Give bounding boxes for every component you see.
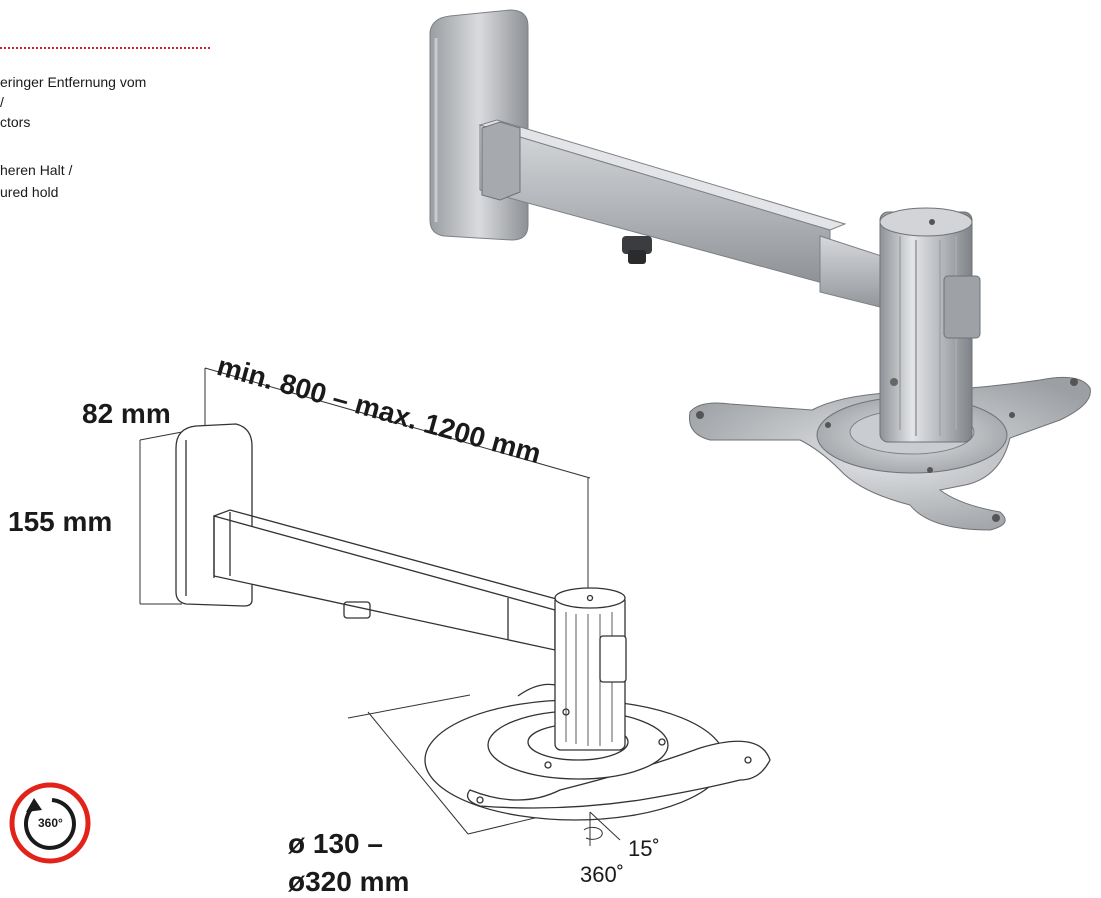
plate-diameter-line-2: ø320 mm (288, 866, 410, 897)
rotation-badge (9, 782, 91, 864)
feature-text-line-3: ctors (0, 114, 31, 130)
plate-diameter-line-1: ø 130 – (288, 828, 383, 859)
rotation-angle-label: 360˚ (580, 862, 625, 887)
feature-text-line-5: ured hold (0, 184, 59, 200)
height-dimension: 155 mm (8, 506, 113, 537)
line-art-projector-mount (139, 367, 771, 846)
rendered-projector-mount (429, 9, 1091, 531)
depth-dimension: 82 mm (82, 398, 171, 429)
rotate-arrow-icon (23, 798, 76, 850)
section-divider (0, 47, 210, 49)
tilt-angle-label: 15˚ (628, 836, 660, 861)
feature-text-line-1: eringer Entfernung vom (0, 74, 147, 90)
feature-text-line-2: / (0, 94, 4, 110)
badge-label: 360° (38, 816, 63, 830)
feature-text-line-4: heren Halt / (0, 162, 73, 178)
